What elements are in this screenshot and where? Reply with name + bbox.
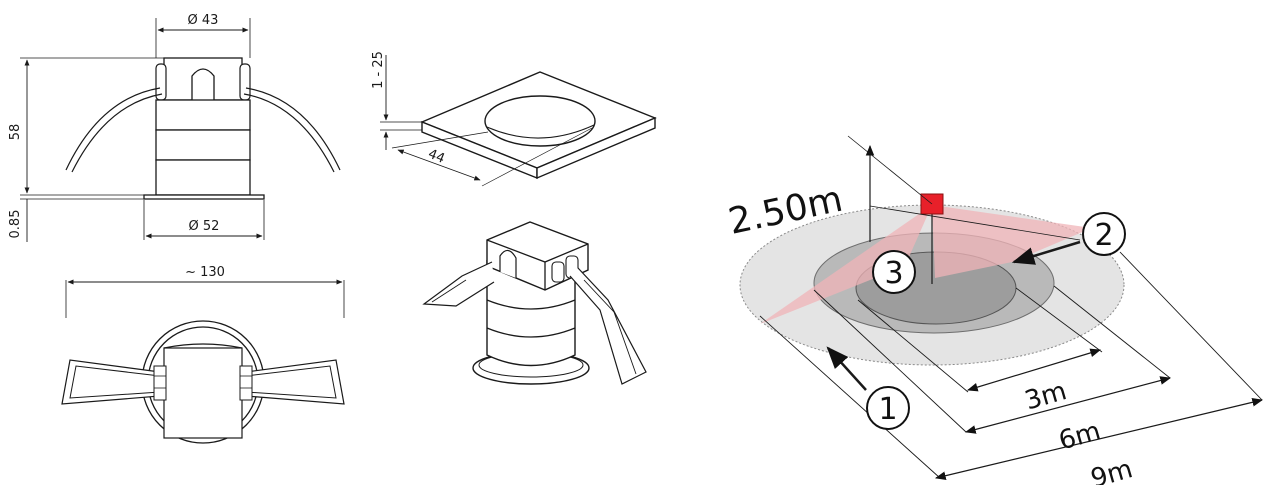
height-label: 58 (8, 124, 23, 141)
detection-zone-diagram: 2.50m 3m 6m 9m 1 2 3 (725, 135, 1264, 485)
range-label-3m: 3m (1022, 376, 1071, 416)
flange-diameter-label: Ø 52 (189, 219, 220, 234)
callout-1-circle (866, 386, 910, 430)
overall-width-label: ~ 130 (185, 265, 225, 280)
isometric-sensor-drawing (422, 221, 647, 385)
hole-size-label: 44 (426, 147, 447, 167)
callout-2-circle (1082, 212, 1126, 256)
bottom-view-drawing: ~ 130 (61, 265, 345, 444)
range-label-9m: 9m (1088, 454, 1137, 485)
flange-thickness-label: 0.85 (8, 210, 23, 239)
detection-beam (760, 205, 932, 324)
side-view-drawing: Ø 43 58 0.85 Ø 52 (8, 13, 341, 242)
top-diameter-label: Ø 43 (188, 13, 219, 28)
range-label-6m: 6m (1056, 416, 1105, 456)
mounting-plate-drawing: 1 - 25 44 (371, 51, 657, 187)
callout-3-circle (872, 250, 916, 294)
callout-2-label: 2 (1094, 218, 1113, 253)
callout-3-label: 3 (884, 256, 903, 291)
callout-1-label: 1 (878, 392, 897, 427)
thickness-range-label: 1 - 25 (371, 51, 386, 89)
